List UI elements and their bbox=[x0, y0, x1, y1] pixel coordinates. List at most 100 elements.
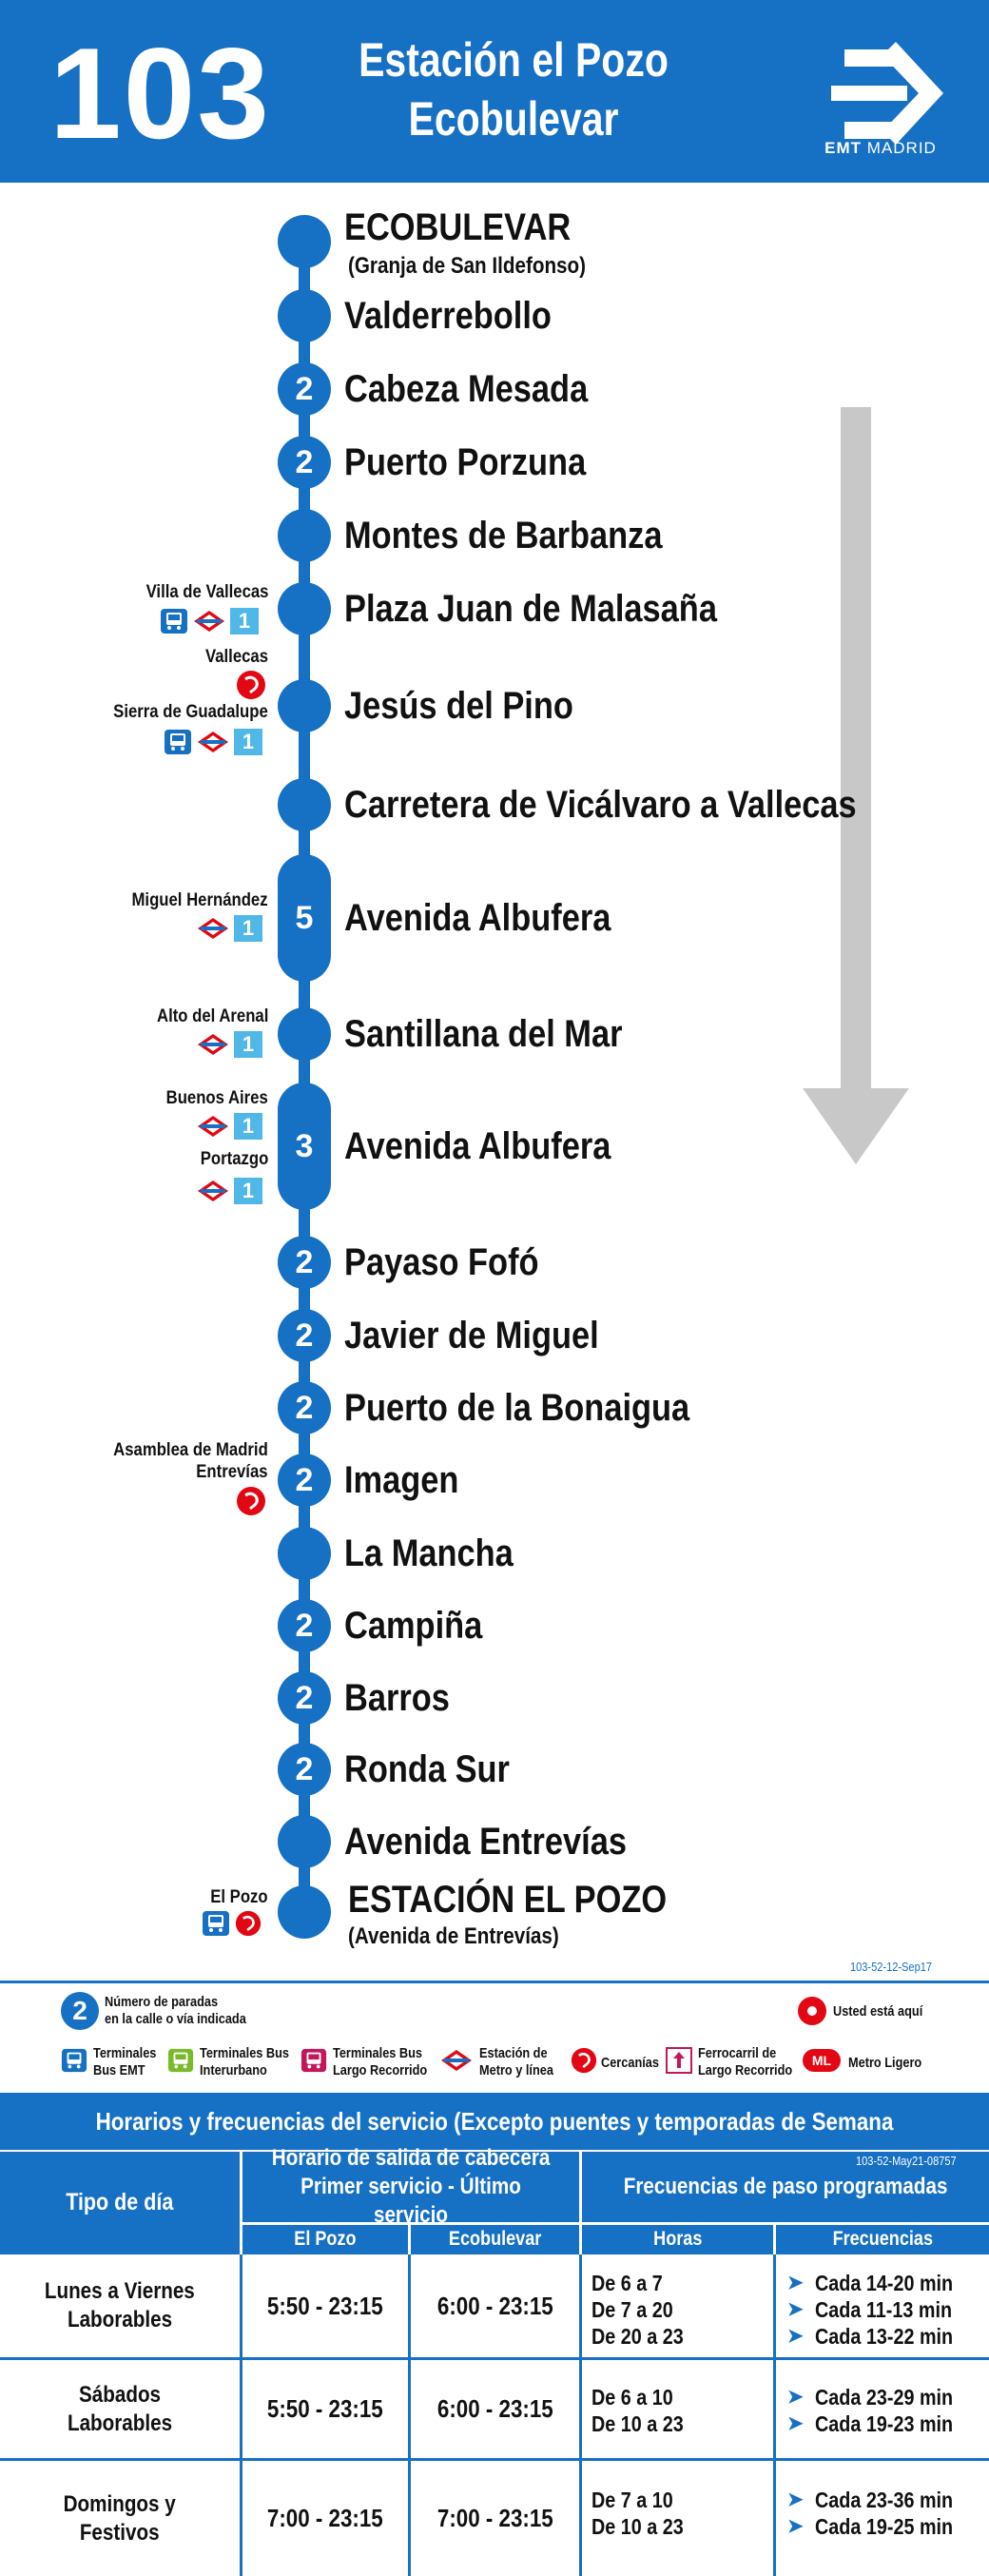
stop-name: Santillana del Mar bbox=[344, 1013, 623, 1055]
arrow-right-icon: ➤ bbox=[787, 2489, 804, 2510]
legend-long-1: Terminales Bus bbox=[333, 2045, 423, 2061]
stop-name: Carretera de Vicálvaro a Vallecas bbox=[344, 784, 857, 826]
sub-ecobulevar-text: Ecobulevar bbox=[448, 2228, 542, 2251]
stop-dot: 2 bbox=[278, 1454, 331, 1507]
sub-el-pozo-text: El Pozo bbox=[294, 2228, 357, 2251]
row-ecobulevar-text: 6:00 - 23:15 bbox=[436, 2291, 553, 2320]
header: 103 Estación el Pozo Ecobulevar EMT MADR… bbox=[0, 0, 989, 183]
hour-range: De 6 a 10 bbox=[591, 2385, 673, 2410]
legend-stops-badge: 2 bbox=[61, 1992, 99, 2030]
connection-icons: 1 bbox=[160, 608, 259, 634]
arrow-right-icon: ➤ bbox=[787, 2413, 804, 2434]
row-hours: De 7 a 10 De 10 a 23 bbox=[591, 2487, 684, 2540]
line-number: 103 bbox=[49, 21, 271, 166]
hour-range: De 10 a 23 bbox=[591, 2514, 684, 2539]
stop-name: Puerto Porzuna bbox=[344, 441, 587, 483]
metro-icon bbox=[194, 611, 224, 632]
freq-text: Cada 11-13 min bbox=[814, 2297, 952, 2322]
metro-line-badge: 1 bbox=[234, 1031, 262, 1058]
freq-item: ➤Cada 19-23 min bbox=[787, 2410, 976, 2437]
cercanias-icon bbox=[237, 671, 265, 699]
metro-icon bbox=[198, 732, 228, 752]
stop-name: ECOBULEVAR bbox=[344, 206, 572, 248]
connection-icons: 1 bbox=[196, 1031, 262, 1058]
arrow-right-icon: ➤ bbox=[787, 2516, 804, 2537]
connection-label-miguel-hernandez: Miguel Hernández bbox=[131, 890, 268, 910]
hour-range: De 6 a 7 bbox=[591, 2271, 663, 2295]
legend-stops-text-1: Número de paradas bbox=[105, 1994, 219, 2010]
schedule-title: Horarios y frecuencias del servicio (Exc… bbox=[0, 2093, 989, 2193]
connection-icons: 1 bbox=[164, 729, 262, 755]
emt-brand: EMT MADRID bbox=[805, 139, 957, 158]
row-hours: De 6 a 10 De 10 a 23 bbox=[591, 2384, 684, 2437]
col-day-type-text: Tipo de día bbox=[66, 2189, 174, 2216]
emt-brand-madrid: MADRID bbox=[866, 139, 937, 157]
stop-name: La Mancha bbox=[344, 1532, 514, 1574]
stop-name: ESTACIÓN EL POZO bbox=[348, 1879, 668, 1921]
freq-text: Cada 19-25 min bbox=[814, 2514, 953, 2539]
legend-long-2: Largo Recorrido bbox=[333, 2062, 428, 2078]
grid-line bbox=[240, 2254, 242, 2576]
col-departure-1: Horario de salida de cabecera bbox=[271, 2145, 551, 2171]
row-day-1: Lunes a Viernes bbox=[45, 2278, 195, 2304]
connection-icons: 1 bbox=[196, 915, 262, 942]
connection-label-vallecas: Vallecas bbox=[204, 647, 268, 667]
emt-brand-emt: EMT bbox=[824, 139, 863, 157]
stop-dot bbox=[278, 1885, 331, 1939]
stop-name: Avenida Entrevías bbox=[344, 1821, 627, 1863]
row-freqs: ➤Cada 23-29 min ➤Cada 19-23 min bbox=[787, 2384, 976, 2437]
stop-dot: 2 bbox=[278, 1381, 331, 1434]
col-day-type: Tipo de día bbox=[0, 2152, 240, 2254]
metro-icon bbox=[198, 918, 228, 939]
legend-stops-text: Número de paradas en la calle o vía indi… bbox=[105, 1994, 246, 2028]
metro-line-badge: 1 bbox=[234, 1113, 262, 1140]
long-distance-rail-icon bbox=[666, 2047, 692, 2074]
stop-name: Javier de Miguel bbox=[344, 1315, 599, 1356]
header-separator bbox=[773, 2225, 776, 2254]
legend-rail-1: Ferrocarril de bbox=[698, 2045, 777, 2061]
row-ecobulevar: 6:00 - 23:15 bbox=[411, 2360, 579, 2458]
connection-label-sierra-guadalupe: Sierra de Guadalupe bbox=[113, 702, 268, 722]
stop-name: Barros bbox=[344, 1677, 450, 1719]
metro-line-badge: 1 bbox=[230, 608, 259, 634]
connection-icons: 1 bbox=[196, 1178, 262, 1204]
freq-item: ➤Cada 23-36 min bbox=[787, 2487, 976, 2513]
bus-emt-icon bbox=[61, 2048, 87, 2073]
cercanias-icon bbox=[235, 1910, 262, 1937]
row-freqs: ➤Cada 14-20 min ➤ Cada 11-13 min ➤ Cada 13… bbox=[787, 2270, 976, 2350]
stop-name: Puerto de la Bonaigua bbox=[344, 1387, 690, 1429]
row-day-1: Sábados bbox=[78, 2381, 162, 2408]
stop-dot: 2 bbox=[278, 1309, 331, 1362]
legend-metro-1: Estación de bbox=[479, 2045, 548, 2061]
hour-range: De 7 a 20 bbox=[591, 2297, 673, 2322]
metro-line-badge: 1 bbox=[234, 729, 262, 755]
stop-dot bbox=[278, 1527, 331, 1580]
bus-emt-icon bbox=[203, 1911, 229, 1936]
legend-interurban-1: Terminales Bus bbox=[200, 2045, 290, 2061]
stop-dot bbox=[278, 1007, 331, 1061]
stop-name: Valderrebollo bbox=[344, 295, 552, 337]
row-day-2: Laborables bbox=[67, 2307, 173, 2332]
col-frequencies: Frecuencias de paso programadas bbox=[582, 2152, 989, 2222]
stop-dot: 2 bbox=[278, 362, 331, 416]
stop-name: Avenida Albufera bbox=[344, 1125, 611, 1167]
sub-freqs: Frecuencias bbox=[776, 2225, 989, 2254]
freq-item: ➤Cada 14-20 min bbox=[787, 2270, 976, 2296]
sub-hours-text: Horas bbox=[652, 2228, 703, 2251]
metro-icon bbox=[441, 2050, 472, 2071]
metro-icon bbox=[198, 1034, 228, 1055]
direction-arrow-icon bbox=[803, 407, 909, 1164]
freq-text: Cada 13-22 min bbox=[814, 2324, 953, 2349]
arrow-right-icon: ➤ bbox=[787, 2326, 804, 2347]
row-el-pozo-text: 7:00 - 23:15 bbox=[267, 2504, 383, 2533]
grid-line bbox=[0, 2357, 989, 2360]
grid-line bbox=[773, 2254, 776, 2576]
row-ecobulevar: 6:00 - 23:15 bbox=[411, 2254, 579, 2357]
freq-item: ➤ Cada 13-22 min bbox=[787, 2323, 976, 2350]
light-rail-icon: ML bbox=[803, 2049, 841, 2072]
grid-line bbox=[408, 2254, 411, 2576]
bus-emt-icon bbox=[165, 730, 191, 754]
route-code: 103-52-12-Sep17 bbox=[850, 1960, 933, 1974]
